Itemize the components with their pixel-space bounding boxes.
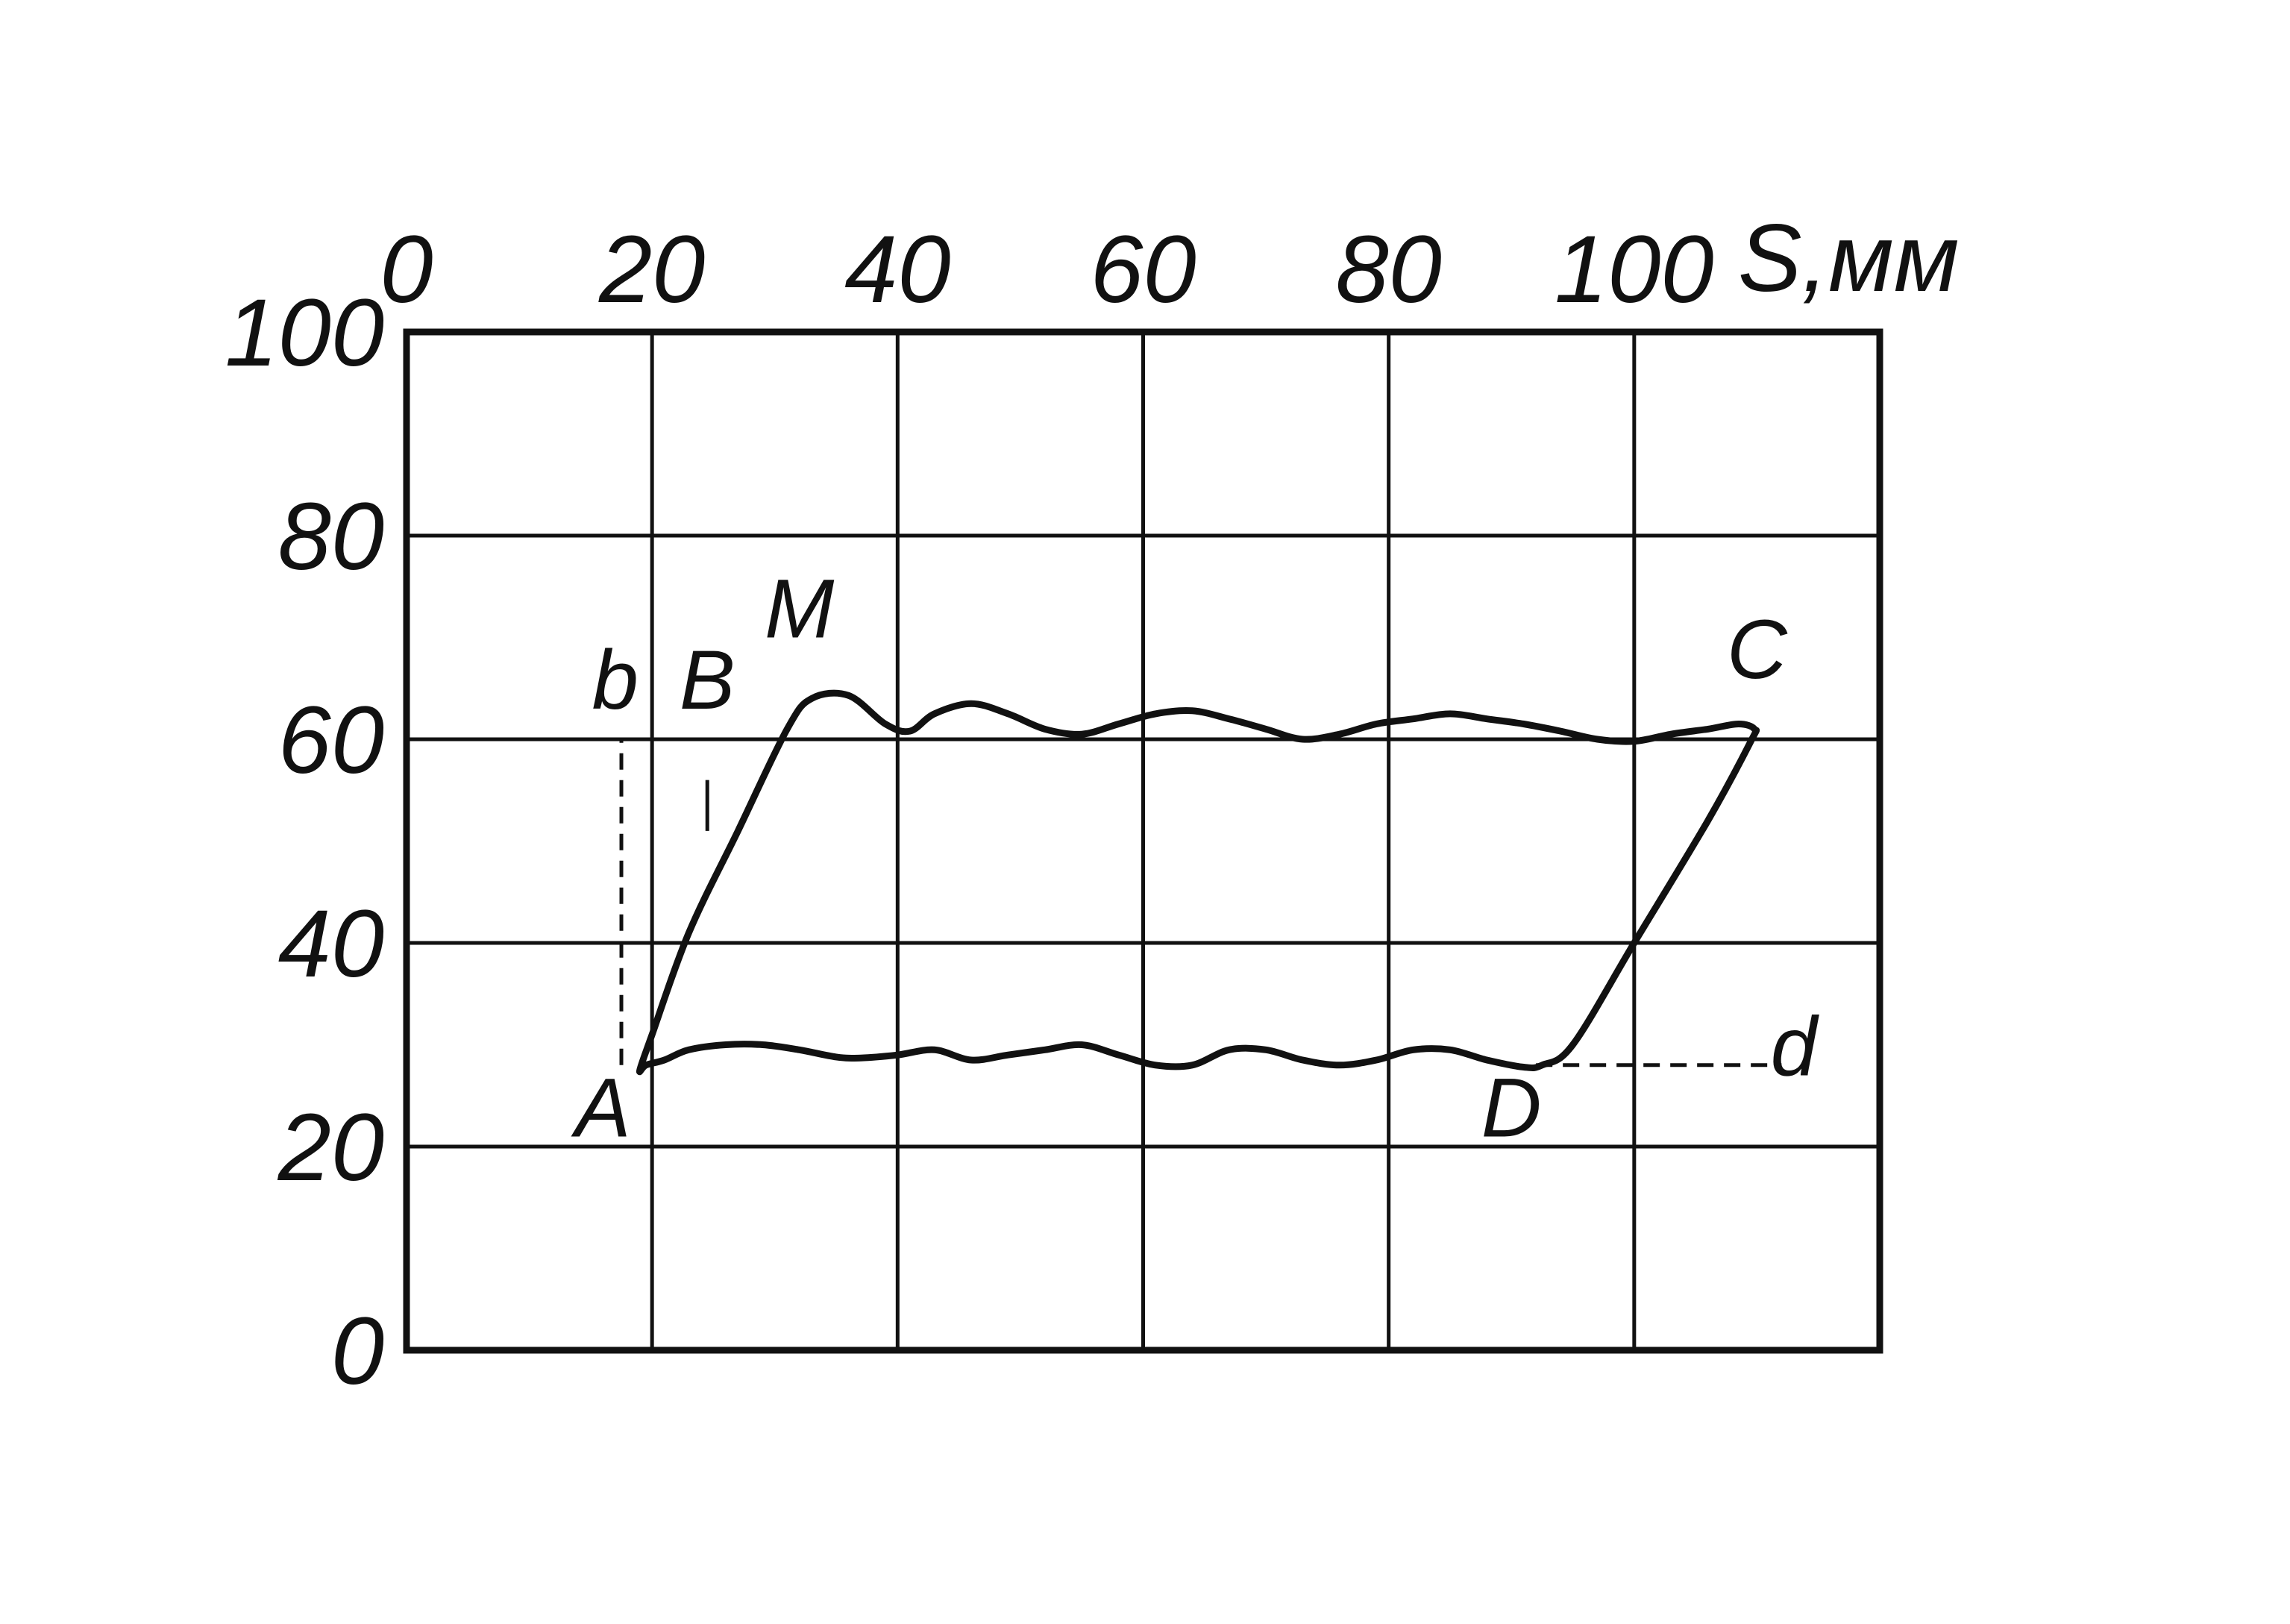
- point-label-d: d: [1771, 1000, 1820, 1093]
- x-tick-label: 60: [1090, 216, 1196, 323]
- y-tick-labels: 0 20 40 60 80 100: [225, 280, 384, 1405]
- y-tick-label: 40: [278, 891, 384, 997]
- grid: [407, 332, 1880, 1350]
- x-tick-label: 100: [1555, 216, 1714, 323]
- x-tick-label: 80: [1335, 216, 1441, 323]
- loop-curve: [636, 689, 1760, 1076]
- point-label-D: D: [1481, 1061, 1542, 1154]
- x-axis-title: S,мм: [1738, 205, 1959, 312]
- x-tick-label: 40: [844, 216, 950, 323]
- point-label-B: B: [680, 633, 735, 727]
- point-label-M: M: [765, 562, 835, 656]
- y-tick-label: 20: [277, 1094, 384, 1201]
- reference-lines: [619, 739, 1782, 1067]
- plot-frame: [403, 328, 1883, 1354]
- point-label-b: b: [592, 633, 639, 727]
- y-tick-label: 100: [225, 280, 384, 386]
- x-tick-label: 20: [598, 216, 705, 323]
- x-tick-labels: 0 20 40 60 80 100: [380, 216, 1713, 323]
- y-tick-label: 60: [278, 687, 384, 794]
- y-tick-label: 80: [278, 483, 384, 590]
- y-tick-label: 0: [331, 1298, 384, 1405]
- point-label-C: C: [1727, 603, 1788, 696]
- x-tick-label: 0: [380, 216, 433, 323]
- point-label-A: A: [571, 1061, 631, 1154]
